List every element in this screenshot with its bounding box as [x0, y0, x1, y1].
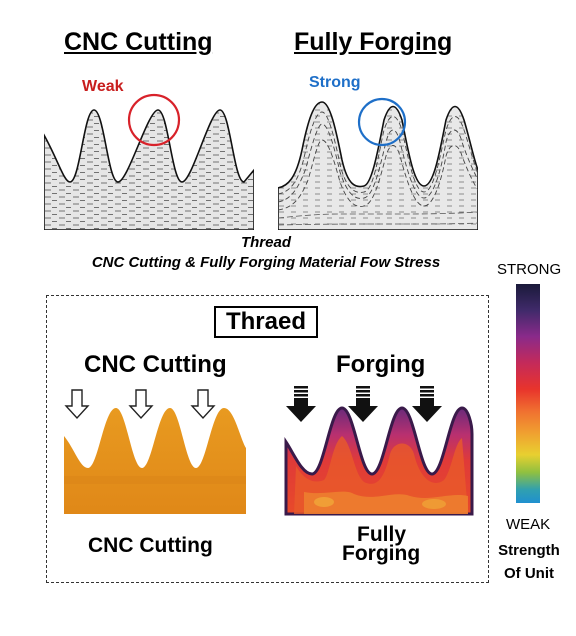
weak-label: Weak — [82, 78, 124, 95]
forged-thread-body — [278, 101, 478, 230]
forged-thread-illustration — [278, 97, 478, 230]
forging-caption: Forging — [342, 542, 421, 565]
cnc-thread-illustration — [44, 93, 254, 230]
material-flow-caption: CNC Cutting & Fully Forging Material Fow… — [91, 254, 441, 271]
forged-strength-illustration — [284, 386, 474, 516]
fully-forging-title: Fully Forging — [294, 28, 453, 56]
legend-weak-label: WEAK — [506, 516, 551, 533]
strength-colorbar — [516, 284, 540, 503]
legend-strong-label: STRONG — [497, 261, 562, 278]
strong-label: Strong — [309, 74, 361, 91]
legend-unit-line2: Of Unit — [504, 565, 554, 582]
cnc-force-arrows — [64, 389, 216, 420]
cnc-cutting-title: CNC Cutting — [64, 28, 213, 56]
cnc-thread-solid — [64, 408, 246, 514]
cnc-thread-body — [44, 109, 254, 230]
thread-caption: Thread — [240, 234, 291, 251]
forging-force-arrows — [286, 386, 442, 422]
cnc-cutting-heading: CNC Cutting — [84, 351, 227, 378]
fully-caption: Fully — [357, 523, 407, 546]
strong-highlight-circle — [357, 97, 407, 147]
forging-heading: Forging — [336, 351, 426, 378]
comparison-frame — [46, 295, 489, 583]
legend-unit-line1: Strength — [498, 542, 560, 559]
cnc-cutting-caption: CNC Cutting — [88, 534, 213, 557]
weak-highlight-circle — [127, 93, 181, 147]
threaed-title-box: Thraed — [214, 306, 318, 338]
cnc-strength-illustration — [64, 389, 246, 514]
